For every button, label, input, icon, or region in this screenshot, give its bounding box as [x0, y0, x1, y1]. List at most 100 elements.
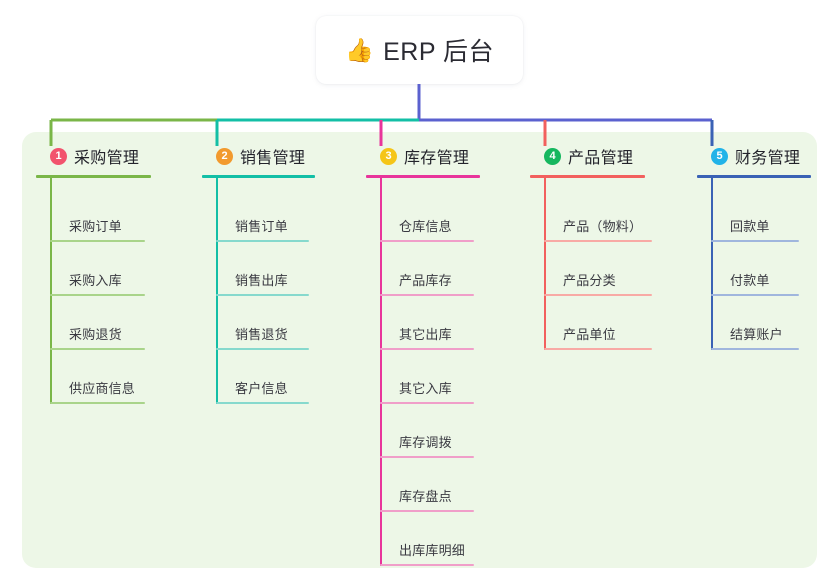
column-title-5: 财务管理	[735, 150, 801, 167]
column-1: 1 采购管理采购订单采购入库采购退货供应商信息	[36, 144, 151, 404]
column-title-3: 库存管理	[404, 150, 470, 167]
leaf-item[interactable]: 其它入库	[366, 350, 480, 404]
leaf-item[interactable]: 销售出库	[202, 242, 315, 296]
column-header-5[interactable]: 5 财务管理	[697, 144, 811, 168]
column-branch-5: 回款单付款单结算账户	[697, 178, 811, 350]
leaf-label: 采购入库	[69, 273, 122, 288]
column-title-2: 销售管理	[240, 150, 306, 167]
leaf-underline	[50, 402, 145, 404]
leaf-item[interactable]: 产品单位	[530, 296, 652, 350]
column-4: 4 产品管理产品（物料） 产品分类产品单位	[530, 144, 652, 350]
leaf-underline	[216, 240, 309, 242]
leaf-label: 供应商信息	[69, 381, 136, 396]
leaf-item[interactable]: 库存调拨	[366, 404, 480, 458]
column-header-3[interactable]: 3 库存管理	[366, 144, 480, 168]
leaf-label: 其它入库	[399, 381, 452, 396]
leaf-label: 出库库明细	[399, 543, 466, 558]
leaf-item[interactable]: 客户信息	[202, 350, 315, 404]
leaf-label: 产品分类	[563, 273, 616, 288]
leaf-label: 仓库信息	[399, 219, 452, 234]
column-header-4[interactable]: 4 产品管理	[530, 144, 645, 168]
leaf-underline	[380, 564, 474, 566]
column-3: 3 库存管理仓库信息产品库存其它出库其它入库库存调拨库存盘点出库库明细	[366, 144, 480, 566]
leaf-underline	[544, 348, 652, 350]
leaf-item[interactable]: 产品库存	[366, 242, 480, 296]
leaf-underline	[544, 294, 652, 296]
column-title-4: 产品管理	[568, 150, 634, 167]
root-node-label: ERP 后台	[383, 38, 495, 66]
column-title-1: 采购管理	[74, 150, 140, 167]
root-node-card[interactable]: 👍 ERP 后台	[316, 16, 523, 84]
leaf-label: 付款单	[730, 273, 770, 288]
column-underline-3	[366, 175, 480, 178]
leaf-label: 结算账户	[730, 327, 783, 342]
leaf-underline	[216, 348, 309, 350]
column-badge-5: 5	[711, 147, 728, 165]
leaf-item[interactable]: 采购退货	[36, 296, 151, 350]
column-branch-3: 仓库信息产品库存其它出库其它入库库存调拨库存盘点出库库明细	[366, 178, 480, 566]
column-branch-4: 产品（物料） 产品分类产品单位	[530, 178, 652, 350]
leaf-label: 销售订单	[235, 219, 288, 234]
leaf-label: 库存调拨	[399, 435, 452, 450]
leaf-underline	[544, 240, 652, 242]
leaf-underline	[50, 240, 145, 242]
column-5: 5 财务管理回款单付款单结算账户	[697, 144, 811, 350]
leaf-label: 销售退货	[235, 327, 288, 342]
leaf-item[interactable]: 产品（物料）	[530, 178, 652, 242]
leaf-label: 客户信息	[235, 381, 288, 396]
leaf-underline	[711, 240, 799, 242]
leaf-label: 采购退货	[69, 327, 122, 342]
column-badge-2: 2	[216, 147, 233, 165]
column-spine-1	[50, 178, 52, 404]
leaf-item[interactable]: 其它出库	[366, 296, 480, 350]
leaf-label: 销售出库	[235, 273, 288, 288]
leaf-underline	[50, 348, 145, 350]
leaf-label: 产品单位	[563, 327, 616, 342]
thumbs-up-icon: 👍	[344, 36, 375, 63]
leaf-underline	[711, 348, 799, 350]
leaf-underline	[380, 240, 474, 242]
leaf-label: 回款单	[730, 219, 770, 234]
leaf-item[interactable]: 采购入库	[36, 242, 151, 296]
leaf-label: 采购订单	[69, 219, 122, 234]
column-spine-2	[216, 178, 218, 404]
column-spine-4	[544, 178, 546, 350]
leaf-underline	[380, 294, 474, 296]
leaf-underline	[380, 402, 474, 404]
leaf-item[interactable]: 结算账户	[697, 296, 811, 350]
leaf-underline	[711, 294, 799, 296]
leaf-item[interactable]: 出库库明细	[366, 512, 480, 566]
leaf-underline	[380, 348, 474, 350]
leaf-item[interactable]: 库存盘点	[366, 458, 480, 512]
leaf-underline	[216, 294, 309, 296]
leaf-item[interactable]: 回款单	[697, 178, 811, 242]
leaf-item[interactable]: 供应商信息	[36, 350, 151, 404]
column-spine-3	[380, 178, 382, 566]
leaf-item[interactable]: 付款单	[697, 242, 811, 296]
leaf-underline	[50, 294, 145, 296]
column-spine-5	[711, 178, 713, 350]
diagram-panel	[22, 132, 817, 568]
leaf-underline	[380, 510, 474, 512]
leaf-item[interactable]: 采购订单	[36, 178, 151, 242]
column-underline-4	[530, 175, 645, 178]
column-2: 2 销售管理销售订单销售出库销售退货客户信息	[202, 144, 315, 404]
root-node-title: 👍 ERP 后台	[345, 32, 494, 68]
column-header-1[interactable]: 1 采购管理	[36, 144, 151, 168]
leaf-label: 库存盘点	[399, 489, 452, 504]
leaf-label: 产品（物料）	[563, 219, 643, 234]
column-badge-3: 3	[380, 147, 397, 165]
column-branch-2: 销售订单销售出库销售退货客户信息	[202, 178, 315, 404]
leaf-item[interactable]: 销售订单	[202, 178, 315, 242]
column-header-2[interactable]: 2 销售管理	[202, 144, 315, 168]
leaf-item[interactable]: 产品分类	[530, 242, 652, 296]
leaf-item[interactable]: 仓库信息	[366, 178, 480, 242]
column-badge-1: 1	[50, 147, 67, 165]
column-underline-1	[36, 175, 151, 178]
leaf-label: 其它出库	[399, 327, 452, 342]
leaf-underline	[380, 456, 474, 458]
leaf-item[interactable]: 销售退货	[202, 296, 315, 350]
leaf-underline	[216, 402, 309, 404]
column-branch-1: 采购订单采购入库采购退货供应商信息	[36, 178, 151, 404]
column-badge-4: 4	[544, 147, 561, 165]
